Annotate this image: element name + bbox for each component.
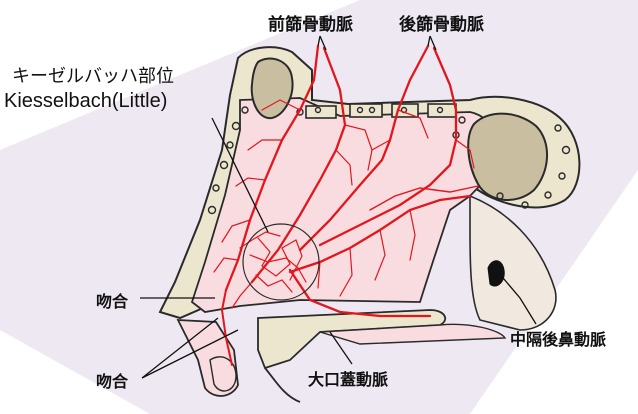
label-anterior-ethmoidal-artery: 前篩骨動脈 [268,10,353,35]
label-posterior-ethmoidal-artery: 後篩骨動脈 [399,10,484,35]
label-anastomosis-upper: 吻合 [96,288,128,312]
label-kiesselbach-area-en: Kiesselbach(Little) [4,90,167,113]
label-posterior-septal-nasal-artery: 中隔後鼻動脈 [510,326,606,350]
cribriform-plate [306,104,456,118]
eustachian-opening [488,261,504,286]
sphenoid-sinus [468,114,547,200]
label-greater-palatine-artery: 大口蓋動脈 [308,366,388,390]
label-anastomosis-lower: 吻合 [96,368,128,392]
label-kiesselbach-area-jp: キーゼルバッハ部位 [12,62,174,88]
